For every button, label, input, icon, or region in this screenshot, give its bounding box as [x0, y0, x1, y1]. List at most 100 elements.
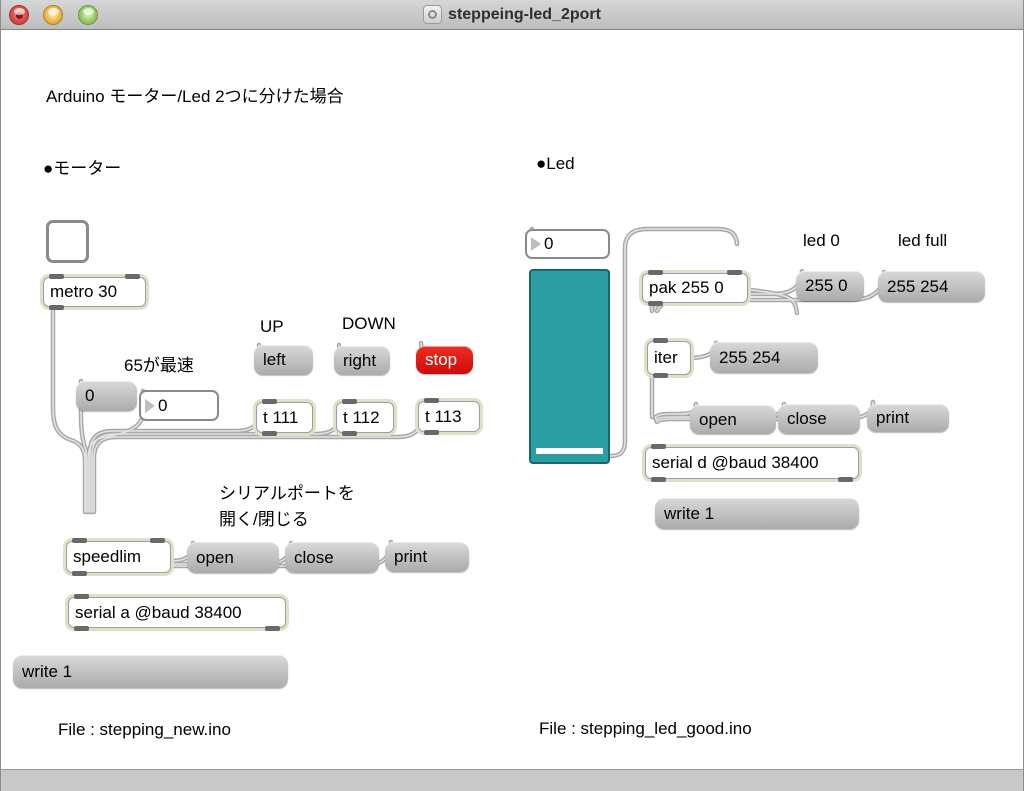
motor-close-message[interactable]: close: [285, 542, 379, 573]
zero-message[interactable]: 0: [76, 381, 137, 411]
number-triangle-icon: [145, 398, 155, 413]
inlet[interactable]: [49, 274, 64, 279]
stop-message-label: stop: [425, 350, 458, 369]
slider-value-bar: [536, 448, 603, 454]
led-section-label: ●Led: [536, 154, 575, 173]
metro-object[interactable]: metro 30: [43, 274, 146, 310]
led-slider[interactable]: [529, 269, 610, 464]
iter-object[interactable]: iter: [647, 338, 691, 378]
led-close-message[interactable]: close: [778, 404, 860, 434]
inlet[interactable]: [424, 398, 439, 403]
inlet[interactable]: [653, 338, 668, 343]
motor-open-label: open: [196, 547, 234, 567]
led-write-message[interactable]: write 1: [655, 498, 859, 529]
outlet[interactable]: [648, 301, 663, 306]
minimize-button[interactable]: [43, 5, 63, 25]
inlet[interactable]: [342, 399, 357, 404]
pak-object[interactable]: pak 255 0: [642, 270, 748, 306]
led0-message-label: 255 0: [805, 276, 848, 295]
inlet[interactable]: [648, 270, 663, 275]
t113-label: t 113: [425, 406, 462, 426]
motor-file-comment: File : stepping_new.ino: [58, 720, 231, 739]
window-bottom-bar: [1, 769, 1023, 791]
window-title: steppeing-led_2port: [423, 5, 601, 24]
led-write-label: write 1: [664, 503, 715, 523]
outlet[interactable]: [838, 477, 853, 482]
right-message[interactable]: right: [334, 346, 390, 375]
led0-message[interactable]: 255 0: [796, 271, 864, 301]
serial-a-object[interactable]: serial a @baud 38400: [68, 594, 286, 631]
ledfull-message-label: 255 254: [887, 276, 949, 296]
led-open-label: open: [699, 409, 737, 429]
t111-object[interactable]: t 111: [256, 399, 313, 436]
motor-close-label: close: [294, 547, 334, 567]
zoom-button[interactable]: [78, 5, 98, 25]
number-triangle-icon: [531, 237, 541, 251]
inlet[interactable]: [125, 274, 140, 279]
ledfull-comment: led full: [898, 231, 948, 250]
title-bar[interactable]: steppeing-led_2port: [1, 0, 1023, 30]
down-comment: DOWN: [342, 314, 396, 333]
serial-port-comment-line1: シリアルポートを: [219, 484, 355, 503]
serial-d-object[interactable]: serial d @baud 38400: [645, 444, 859, 482]
t112-object[interactable]: t 112: [336, 399, 394, 436]
led-file-comment: File : stepping_led_good.ino: [539, 719, 752, 738]
up-comment: UP: [260, 317, 284, 336]
inlet[interactable]: [262, 399, 277, 404]
speedlim-object[interactable]: speedlim: [66, 538, 171, 576]
led-print-label: print: [876, 408, 910, 427]
serial-a-label: serial a @baud 38400: [75, 602, 242, 622]
speedlim-label: speedlim: [73, 547, 142, 566]
patch-cord: [52, 276, 86, 513]
led-close-label: close: [787, 409, 827, 428]
motor-print-label: print: [394, 547, 428, 566]
outlet[interactable]: [265, 626, 280, 631]
iter-label: iter: [654, 348, 678, 367]
serial-port-comment: シリアルポートを 開く/閉じる: [219, 481, 355, 533]
outlet[interactable]: [424, 430, 439, 435]
led0-comment: led 0: [803, 231, 840, 250]
led-number-value: 0: [544, 234, 554, 253]
outlet[interactable]: [653, 373, 668, 378]
inlet[interactable]: [651, 444, 666, 449]
motor-write-message[interactable]: write 1: [13, 655, 288, 688]
motor-section-label: ●モーター: [43, 159, 122, 178]
motor-number-box[interactable]: 0: [139, 390, 219, 421]
inlet[interactable]: [727, 270, 742, 275]
zero-message-label: 0: [85, 386, 95, 405]
led-print-message[interactable]: print: [867, 404, 949, 432]
left-message[interactable]: left: [254, 345, 313, 375]
outlet[interactable]: [342, 431, 357, 436]
outlet[interactable]: [651, 477, 666, 482]
patcher-doc-icon: [423, 5, 443, 24]
motor-open-message[interactable]: open: [187, 542, 279, 573]
led-open-message[interactable]: open: [690, 405, 776, 434]
toggle-box[interactable]: [46, 220, 89, 263]
inlet[interactable]: [72, 538, 87, 543]
window-title-text: steppeing-led_2port: [448, 5, 601, 23]
inlet[interactable]: [150, 538, 165, 543]
header-comment: Arduino モーター/Led 2つに分けた場合: [46, 87, 344, 106]
255-254-message[interactable]: 255 254: [710, 342, 818, 373]
t112-label: t 112: [343, 407, 380, 427]
patcher-canvas[interactable]: Arduino モーター/Led 2つに分けた場合 ●モーター 65が最速 UP…: [1, 30, 1023, 769]
motor-print-message[interactable]: print: [385, 542, 469, 572]
outlet[interactable]: [74, 626, 89, 631]
metro-label: metro 30: [50, 282, 118, 301]
t113-object[interactable]: t 113: [418, 398, 480, 435]
inlet[interactable]: [74, 594, 89, 599]
outlet[interactable]: [49, 305, 64, 310]
ledfull-message[interactable]: 255 254: [878, 271, 985, 302]
stop-message[interactable]: stop: [416, 346, 473, 374]
outlet[interactable]: [262, 431, 277, 436]
serial-port-comment-line2: 開く/閉じる: [219, 510, 309, 529]
patch-cord: [80, 380, 87, 513]
serial-d-label: serial d @baud 38400: [652, 453, 819, 472]
close-button[interactable]: [9, 5, 29, 25]
outlet[interactable]: [72, 571, 87, 576]
motor-number-value: 0: [158, 395, 168, 415]
patch-cord: [87, 390, 144, 513]
led-number-box[interactable]: 0: [525, 229, 610, 259]
t111-label: t 111: [263, 407, 299, 427]
